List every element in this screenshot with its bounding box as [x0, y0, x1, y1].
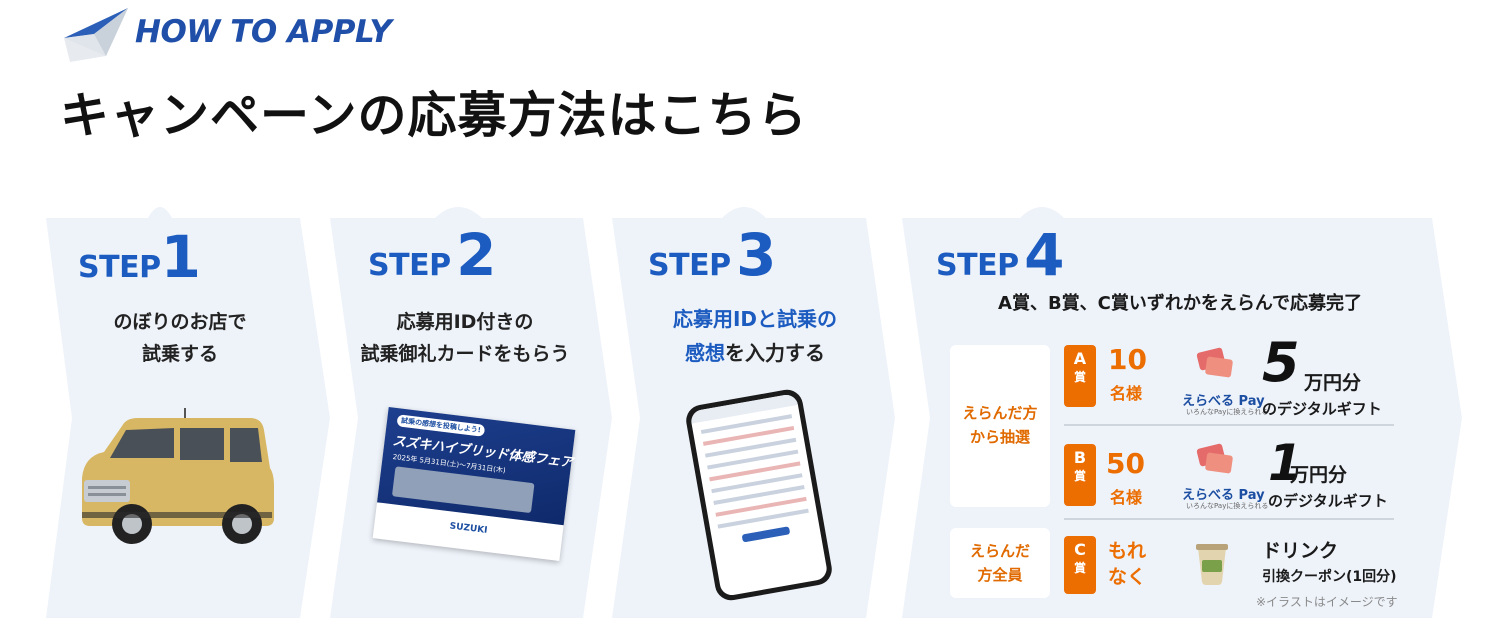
prize-a-count-unit: 名様	[1110, 384, 1143, 403]
step-2-label: STEP 2	[368, 226, 497, 284]
prize-c-count-line-1: もれ	[1108, 540, 1147, 562]
drink-cup-icon	[1196, 544, 1228, 585]
step-word: STEP	[78, 250, 161, 285]
step-3-description: 応募用IDと試乗の 感想を入力する	[630, 302, 880, 370]
step-2-description: 応募用ID付きの 試乗御礼カードをもらう	[340, 306, 590, 370]
all-method-box: えらんだ 方全員	[950, 528, 1050, 598]
step-4-heading: A賞、B賞、C賞いずれかをえらんで応募完了	[998, 293, 1362, 314]
step-number: 2	[456, 221, 496, 289]
prize-b-pay-label: えらべる Pay	[1182, 488, 1265, 503]
page-title: キャンペーンの応募方法はこちら	[60, 87, 808, 144]
step-2-line-1: 応募用ID付きの	[396, 311, 534, 333]
paper-plane-logo-icon	[64, 8, 128, 62]
step-word: STEP	[936, 248, 1019, 283]
prize-c-letter: C	[1074, 540, 1086, 559]
step-2-line-2: 試乗御礼カードをもらう	[360, 343, 570, 365]
prize-a-badge: A 賞	[1064, 345, 1096, 407]
step-word: STEP	[648, 248, 731, 283]
all-method-line-1: えらんだ	[969, 542, 1030, 560]
test-drive-card-image: 試乗の感想を投稿しよう! スズキハイブリッド体感フェア 2025年 5月31日(…	[372, 407, 576, 561]
prize-b-pay-sub: いろんなPayに換えられる	[1186, 502, 1269, 510]
prize-b-count-number: 50	[1106, 447, 1145, 480]
prize-c-badge-sub: 賞	[1073, 561, 1086, 575]
prize-b-count-unit: 名様	[1110, 488, 1143, 507]
step-word: STEP	[368, 248, 451, 283]
prize-b-unit: 万円分	[1290, 464, 1348, 486]
step-4-label: STEP 4	[936, 226, 1065, 284]
step-3-line-2-rest: を入力する	[725, 341, 825, 365]
car-image	[82, 408, 274, 544]
prize-b-description: のデジタルギフト	[1268, 492, 1388, 510]
step-1-line-1: のぼりのお店で	[113, 311, 247, 333]
prize-c-title: ドリンク	[1262, 540, 1339, 562]
image-disclaimer: ※イラストはイメージです	[1256, 595, 1398, 609]
step-number: 3	[736, 221, 776, 289]
step-number: 1	[160, 223, 201, 291]
step-3-label: STEP 3	[648, 226, 777, 284]
step-3-highlight: 感想	[685, 341, 725, 365]
prize-a-amount: 5	[1262, 331, 1300, 394]
lottery-method-line-1: えらんだ方	[962, 404, 1038, 422]
step-1-label: STEP1	[78, 228, 201, 286]
gift-card-icon	[1196, 443, 1233, 474]
prize-a-description: のデジタルギフト	[1262, 400, 1382, 418]
prize-b-amount: 1	[1268, 434, 1303, 492]
prize-a-letter: A	[1073, 349, 1087, 368]
lottery-method-line-2: から抽選	[969, 428, 1030, 446]
prize-a-unit: 万円分	[1304, 372, 1362, 394]
all-method-line-2: 方全員	[977, 566, 1023, 584]
lottery-method-box: えらんだ方 から抽選	[950, 345, 1050, 507]
prize-c-count-line-2: なく	[1108, 566, 1147, 588]
prize-c-count: もれ なく	[1108, 538, 1146, 590]
prize-b-badge: B 賞	[1064, 444, 1096, 506]
step-1-line-2: 試乗する	[141, 343, 218, 365]
prize-divider	[1064, 424, 1394, 426]
section-eyebrow: HOW TO APPLY	[135, 14, 392, 50]
step-1-description: のぼりのお店で 試乗する	[60, 306, 300, 370]
prize-divider	[1064, 518, 1394, 520]
prize-c-description: 引換クーポン(1回分)	[1262, 569, 1397, 585]
prize-b-badge-sub: 賞	[1073, 469, 1086, 483]
prize-b-letter: B	[1073, 448, 1087, 467]
prize-a-count-number: 10	[1108, 343, 1147, 376]
gift-card-icon	[1196, 347, 1233, 378]
step-3-line-1: 応募用IDと試乗の	[672, 307, 838, 331]
prize-a-pay-sub: いろんなPayに換えられる	[1186, 408, 1269, 416]
prize-a-pay-label: えらべる Pay	[1182, 394, 1265, 409]
prize-c-badge: C 賞	[1064, 536, 1096, 594]
step-number: 4	[1024, 221, 1064, 289]
prize-a-badge-sub: 賞	[1073, 370, 1086, 384]
